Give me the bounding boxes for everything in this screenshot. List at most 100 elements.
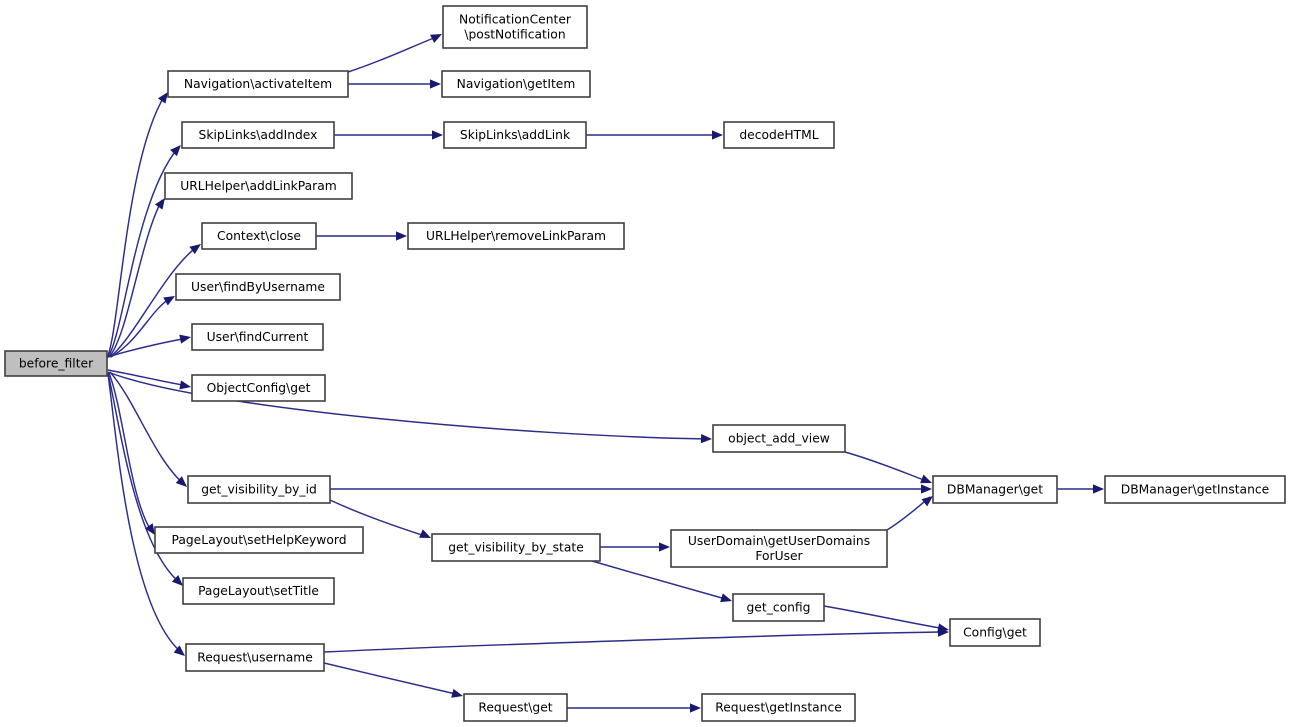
node-label-pl_setHelpKeyword: PageLayout\setHelpKeyword (171, 533, 346, 547)
node-box-url_addLinkParam[interactable] (164, 172, 353, 200)
call-edge-before_filter-to-skip_addIndex (107, 147, 179, 358)
graph-node-nav_getItem[interactable]: Navigation\getItem (441, 70, 591, 98)
node-box-skip_addIndex[interactable] (181, 121, 335, 149)
node-box-decodeHTML[interactable] (723, 121, 835, 149)
call-edge-before_filter-to-pl_setTitle (107, 372, 181, 584)
node-label-user_findByUsername: User\findByUsername (191, 280, 325, 294)
graph-node-request_get[interactable]: Request\get (463, 693, 568, 722)
arrowhead-icon (170, 145, 181, 157)
node-box-dbmanager_getInstance[interactable] (1104, 475, 1286, 504)
node-box-dbmanager_get[interactable] (932, 475, 1058, 504)
graph-node-decodeHTML[interactable]: decodeHTML (723, 121, 835, 149)
node-label-url_addLinkParam: URLHelper\addLinkParam (180, 179, 337, 193)
graph-node-url_removeLinkParam[interactable]: URLHelper\removeLinkParam (407, 222, 625, 250)
call-edge-before_filter-to-object_add_view (107, 371, 710, 440)
graph-node-pl_setHelpKeyword[interactable]: PageLayout\setHelpKeyword (154, 526, 364, 554)
call-edge-before_filter-to-request_username (107, 373, 183, 654)
graph-node-before_filter[interactable]: before_filter (4, 350, 108, 377)
arrowhead-icon (451, 688, 463, 698)
graph-node-dbmanager_getInstance[interactable]: DBManager\getInstance (1104, 475, 1286, 504)
node-label-request_getInstance: Request\getInstance (715, 700, 842, 714)
node-label-decodeHTML: decodeHTML (739, 128, 818, 142)
node-box-pl_setHelpKeyword[interactable] (154, 526, 364, 554)
node-box-objectconfig_get[interactable] (191, 374, 326, 402)
node-label-pl_setTitle: PageLayout\setTitle (198, 584, 319, 598)
graph-node-context_close[interactable]: Context\close (201, 222, 317, 250)
graph-node-object_add_view[interactable]: object_add_view (712, 424, 846, 453)
graph-node-skip_addIndex[interactable]: SkipLinks\addIndex (181, 121, 335, 149)
node-box-nav_getItem[interactable] (441, 70, 591, 98)
node-box-user_findByUsername[interactable] (175, 273, 341, 301)
arrowhead-icon (720, 593, 732, 603)
arrowhead-icon (154, 198, 165, 210)
call-edge-get_visibility_by_id-to-get_visibility_by_state (329, 499, 429, 538)
arrowheads-layer (145, 34, 1104, 713)
node-box-before_filter[interactable] (4, 350, 108, 377)
node-box-context_close[interactable] (201, 222, 317, 250)
arrowhead-icon (920, 474, 932, 484)
node-box-object_add_view[interactable] (712, 424, 846, 453)
node-label-request_get: Request\get (478, 700, 552, 714)
graph-node-request_username[interactable]: Request\username (185, 643, 325, 672)
node-label-skip_addLink: SkipLinks\addLink (460, 128, 571, 142)
graph-node-get_visibility_by_state[interactable]: get_visibility_by_state (431, 533, 601, 562)
node-label-before_filter: before_filter (19, 356, 94, 370)
node-label-notif_post: NotificationCenter\postNotification (459, 12, 572, 41)
node-label-skip_addIndex: SkipLinks\addIndex (199, 128, 318, 142)
node-box-request_getInstance[interactable] (701, 693, 856, 722)
node-box-request_get[interactable] (463, 693, 568, 722)
node-box-skip_addLink[interactable] (443, 121, 587, 149)
node-box-request_username[interactable] (185, 643, 325, 672)
call-edge-request_username-to-config_get (323, 631, 947, 653)
call-edge-before_filter-to-nav_activateItem (106, 94, 166, 359)
node-label-objectconfig_get: ObjectConfig\get (207, 381, 311, 395)
node-label-url_removeLinkParam: URLHelper\removeLinkParam (426, 229, 606, 243)
arrowhead-icon (396, 231, 407, 241)
graph-node-url_addLinkParam[interactable]: URLHelper\addLinkParam (164, 172, 353, 200)
node-box-get_visibility_by_state[interactable] (431, 533, 601, 562)
arrowhead-icon (171, 575, 183, 586)
node-box-url_removeLinkParam[interactable] (407, 222, 625, 250)
call-edge-request_username-to-request_get (323, 662, 461, 696)
call-edge-before_filter-to-context_close (109, 245, 199, 358)
node-label-nav_getItem: Navigation\getItem (457, 77, 576, 91)
call-edge-userdomain_getForUser-to-dbmanager_get (886, 496, 931, 531)
call-edge-before_filter-to-get_visibility_by_id (109, 371, 185, 485)
node-label-get_visibility_by_state: get_visibility_by_state (448, 540, 584, 554)
node-box-user_findCurrent[interactable] (191, 323, 324, 351)
graph-node-objectconfig_get[interactable]: ObjectConfig\get (191, 374, 326, 402)
node-label-request_username: Request\username (197, 650, 313, 664)
node-box-get_visibility_by_id[interactable] (187, 475, 331, 504)
node-label-user_findCurrent: User\findCurrent (207, 330, 309, 344)
node-label-object_add_view: object_add_view (728, 431, 830, 445)
graph-node-nav_activateItem[interactable]: Navigation\activateItem (167, 70, 349, 98)
node-label-config_get: Config\get (963, 625, 1027, 639)
graph-node-user_findCurrent[interactable]: User\findCurrent (191, 323, 324, 351)
arrowhead-icon (175, 476, 187, 487)
node-box-config_get[interactable] (949, 618, 1041, 647)
node-box-userdomain_getForUser[interactable] (670, 529, 888, 568)
graph-node-pl_setTitle[interactable]: PageLayout\setTitle (182, 577, 335, 605)
nodes-layer: before_filter Navigation\activateItem Noti… (4, 5, 1286, 722)
node-label-nav_activateItem: Navigation\activateItem (184, 77, 332, 91)
node-box-notif_post[interactable] (442, 5, 588, 49)
node-label-get_visibility_by_id: get_visibility_by_id (201, 482, 317, 496)
graph-node-get_config[interactable]: get_config (732, 593, 825, 622)
graph-node-request_getInstance[interactable]: Request\getInstance (701, 693, 856, 722)
graph-node-config_get[interactable]: Config\get (949, 618, 1041, 647)
node-box-pl_setTitle[interactable] (182, 577, 335, 605)
node-box-nav_activateItem[interactable] (167, 70, 349, 98)
graph-node-skip_addLink[interactable]: SkipLinks\addLink (443, 121, 587, 149)
graph-node-dbmanager_get[interactable]: DBManager\get (932, 475, 1058, 504)
node-box-get_config[interactable] (732, 593, 825, 622)
graph-node-get_visibility_by_id[interactable]: get_visibility_by_id (187, 475, 331, 504)
arrowhead-icon (690, 703, 701, 713)
graph-node-notif_post[interactable]: NotificationCenter\postNotification (442, 5, 588, 49)
arrowhead-icon (700, 434, 712, 444)
arrowhead-icon (921, 496, 933, 507)
graph-node-user_findByUsername[interactable]: User\findByUsername (175, 273, 341, 301)
arrowhead-icon (419, 529, 431, 538)
